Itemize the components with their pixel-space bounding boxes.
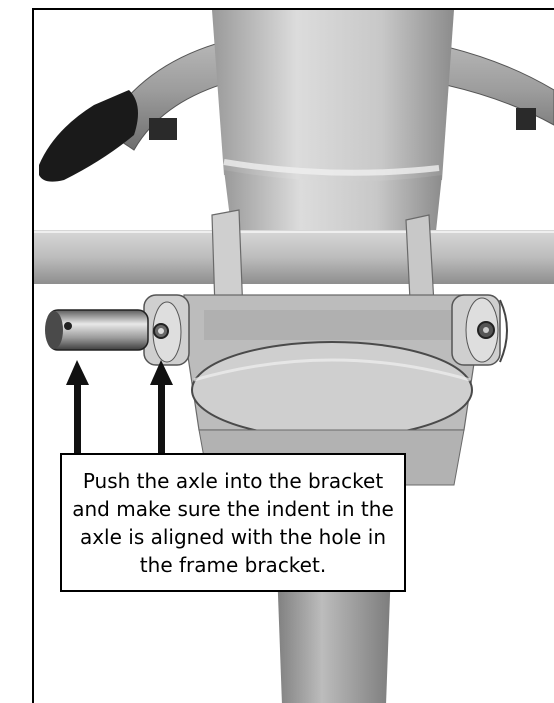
bracket-cover [191, 341, 473, 439]
arrow-up-icon [66, 360, 89, 458]
instruction-callout: Push the axle into the bracket and make … [60, 453, 406, 592]
instruction-figure: Push the axle into the bracket and make … [32, 8, 554, 703]
assembly-photo [34, 10, 554, 703]
cross-bar [34, 230, 554, 284]
instruction-text: Push the axle into the bracket and make … [72, 468, 394, 577]
upright-tube [212, 10, 454, 184]
arrow-up-icon [150, 360, 173, 458]
handle-grip [39, 90, 138, 182]
